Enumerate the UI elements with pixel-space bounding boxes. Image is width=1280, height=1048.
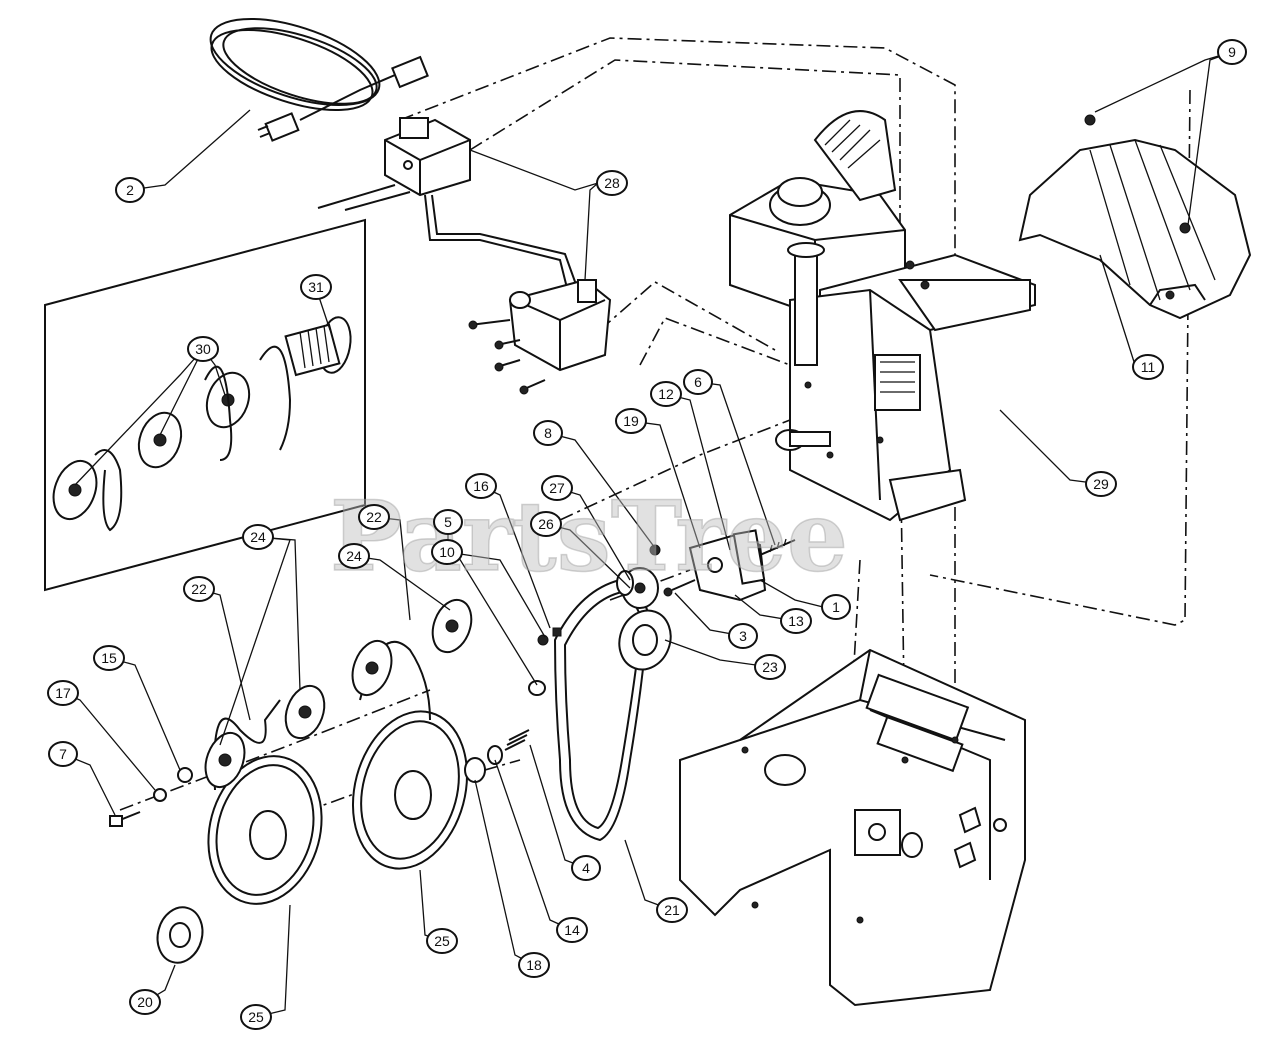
svg-text:12: 12 [658,386,674,402]
callout-30[interactable]: 30 [187,336,219,362]
callout-5[interactable]: 5 [433,509,463,535]
svg-text:19: 19 [623,413,639,429]
svg-text:1: 1 [832,599,840,615]
svg-text:26: 26 [538,516,554,532]
svg-text:27: 27 [549,480,565,496]
svg-text:25: 25 [434,933,450,949]
drive-pulley-stack-middle [351,598,530,870]
callout-4[interactable]: 4 [571,855,601,881]
callout-11[interactable]: 11 [1132,354,1164,380]
idler-bracket [649,529,796,602]
svg-text:29: 29 [1093,476,1109,492]
callout-25-middle[interactable]: 25 [426,928,458,954]
callout-1[interactable]: 1 [821,594,851,620]
callout-8[interactable]: 8 [533,420,563,446]
callout-27[interactable]: 27 [541,475,573,501]
svg-text:24: 24 [250,529,266,545]
callout-9[interactable]: 9 [1217,39,1247,65]
svg-text:3: 3 [739,628,747,644]
callout-3[interactable]: 3 [728,623,758,649]
svg-text:20: 20 [137,994,153,1010]
svg-text:18: 18 [526,957,542,973]
callout-24-middle[interactable]: 24 [338,543,370,569]
svg-text:10: 10 [439,544,455,560]
svg-text:30: 30 [195,341,211,357]
svg-text:15: 15 [101,650,117,666]
svg-text:14: 14 [564,922,580,938]
callout-26[interactable]: 26 [530,511,562,537]
svg-text:2: 2 [126,182,134,198]
svg-text:28: 28 [604,175,620,191]
svg-text:9: 9 [1228,44,1236,60]
callout-22-upper[interactable]: 22 [358,504,390,530]
callout-19[interactable]: 19 [615,408,647,434]
svg-text:8: 8 [544,425,552,441]
callout-29[interactable]: 29 [1085,471,1117,497]
callout-17[interactable]: 17 [47,680,79,706]
callout-21[interactable]: 21 [656,897,688,923]
callout-10[interactable]: 10 [431,539,463,565]
inset-detail-box [44,218,366,592]
drive-belt [553,567,672,842]
callout-2[interactable]: 2 [115,177,145,203]
svg-text:31: 31 [308,279,324,295]
callout-24-left[interactable]: 24 [242,524,274,550]
callout-12[interactable]: 12 [650,381,682,407]
svg-text:6: 6 [694,374,702,390]
callout-28[interactable]: 28 [596,170,628,196]
svg-text:5: 5 [444,514,452,530]
svg-text:16: 16 [473,478,489,494]
callout-14[interactable]: 14 [556,917,588,943]
callout-6[interactable]: 6 [683,369,713,395]
belt-cover [1018,114,1252,320]
engine [729,110,1036,522]
callout-31[interactable]: 31 [300,274,332,300]
electric-starter [317,117,612,395]
callout-25-left[interactable]: 25 [240,1004,272,1030]
callout-16[interactable]: 16 [465,473,497,499]
drive-pulley-stack-left [109,684,326,964]
svg-text:17: 17 [55,685,71,701]
callout-22-lower[interactable]: 22 [183,576,215,602]
callout-group: 1 2 3 4 5 6 7 8 9 10 11 12 13 14 15 16 1… [47,39,1247,1030]
svg-text:11: 11 [1141,359,1156,375]
svg-text:22: 22 [366,509,382,525]
svg-text:25: 25 [248,1009,264,1025]
callout-15[interactable]: 15 [93,645,125,671]
callout-13[interactable]: 13 [780,608,812,634]
callout-7[interactable]: 7 [48,741,78,767]
svg-text:21: 21 [664,902,680,918]
svg-text:23: 23 [762,659,778,675]
svg-text:13: 13 [788,613,804,629]
callout-20[interactable]: 20 [129,989,161,1015]
power-cord [209,18,429,142]
frame-chassis [679,648,1026,1007]
svg-text:22: 22 [191,581,207,597]
small-hardware [528,627,562,696]
watermark-text: PartsTree [330,480,848,593]
svg-text:4: 4 [582,860,590,876]
svg-text:24: 24 [346,548,362,564]
callout-23[interactable]: 23 [754,654,786,680]
svg-text:7: 7 [59,746,67,762]
callout-18[interactable]: 18 [518,952,550,978]
